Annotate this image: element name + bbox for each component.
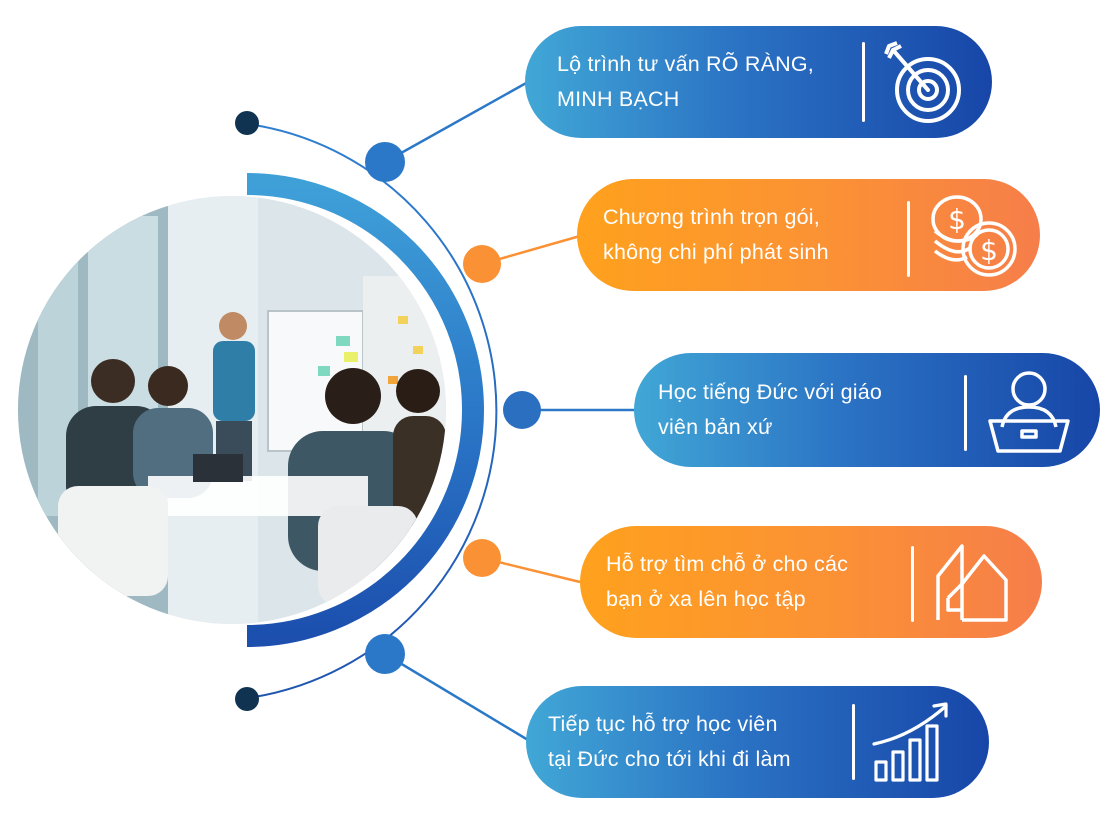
feature-pill-1: Lộ trình tư vấn RÕ RÀNG, MINH BẠCH [525, 26, 992, 138]
feature-5-line-2: tại Đức cho tới khi đi làm [548, 747, 791, 771]
arc-end-dot-top [235, 111, 259, 135]
svg-text:$: $ [980, 234, 998, 267]
feature-2-divider [907, 201, 910, 277]
svg-text:$: $ [948, 203, 966, 236]
connector-line-1 [384, 80, 529, 164]
feature-2-line-2: không chi phí phát sinh [603, 240, 829, 264]
feature-3-divider [964, 375, 967, 451]
node-dot-2 [463, 245, 501, 283]
node-dot-4 [463, 539, 501, 577]
feature-pill-4: Hỗ trợ tìm chỗ ở cho các bạn ở xa lên họ… [580, 526, 1042, 638]
target-icon [881, 38, 971, 131]
feature-pill-3: Học tiếng Đức với giáo viên bản xứ [634, 353, 1100, 467]
feature-3-line-2: viên bản xứ [658, 415, 773, 439]
coins-icon: $ $ [927, 191, 1023, 286]
feature-3-line-1: Học tiếng Đức với giáo [658, 380, 883, 404]
feature-1-line-1: Lộ trình tư vấn RÕ RÀNG, [557, 52, 814, 76]
feature-5-line-1: Tiếp tục hỗ trợ học viên [548, 712, 778, 736]
arc-end-dot-bottom [235, 687, 259, 711]
teacher-laptop-icon [984, 367, 1074, 458]
feature-1-divider [862, 42, 865, 122]
feature-text-1: Lộ trình tư vấn RÕ RÀNG, MINH BẠCH [557, 47, 814, 117]
feature-pill-5: Tiếp tục hỗ trợ học viên tại Đức cho tới… [526, 686, 989, 798]
feature-text-4: Hỗ trợ tìm chỗ ở cho các bạn ở xa lên họ… [606, 547, 848, 617]
meeting-photo [18, 196, 446, 624]
feature-4-line-1: Hỗ trợ tìm chỗ ở cho các [606, 552, 849, 576]
node-dot-5 [365, 634, 405, 674]
house-icon [932, 540, 1012, 629]
feature-1-line-2: MINH BẠCH [557, 87, 680, 111]
node-dot-3 [503, 391, 541, 429]
feature-5-divider [852, 704, 855, 780]
connector-line-5 [384, 652, 529, 742]
photo-band [246, 173, 484, 647]
feature-4-line-2: bạn ở xa lên học tập [606, 587, 806, 611]
feature-2-line-1: Chương trình trọn gói, [603, 205, 820, 229]
node-dot-1 [365, 142, 405, 182]
feature-text-2: Chương trình trọn gói, không chi phí phá… [603, 200, 829, 270]
feature-4-divider [911, 546, 914, 622]
feature-text-3: Học tiếng Đức với giáo viên bản xứ [658, 375, 882, 445]
growth-chart-icon [872, 700, 954, 789]
feature-pill-2: Chương trình trọn gói, không chi phí phá… [577, 179, 1040, 291]
feature-text-5: Tiếp tục hỗ trợ học viên tại Đức cho tới… [548, 707, 791, 777]
